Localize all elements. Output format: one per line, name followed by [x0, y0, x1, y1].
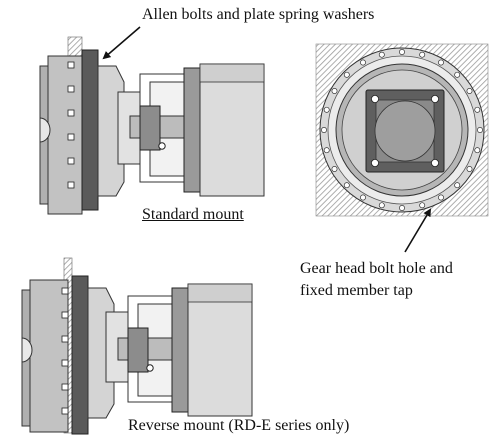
- motor: [187, 283, 253, 417]
- reverse-mount-drawing: [21, 257, 253, 435]
- allen-bolts: [67, 61, 75, 189]
- flange-plate: [71, 275, 89, 435]
- gear-head-label-line2: fixed member tap: [300, 282, 413, 299]
- coupling: [139, 105, 161, 151]
- allen-bolts-label: Allen bolts and plate spring washers: [142, 6, 375, 23]
- gear-head-label-line1: Gear head bolt hole and: [300, 260, 453, 277]
- gear-head-arrow: [404, 208, 432, 253]
- front-view-drawing: [315, 43, 489, 217]
- gear-head-bolt-holes: [321, 49, 483, 211]
- allen-bolts: [61, 287, 69, 415]
- standard-mount-label: Standard mount: [142, 206, 244, 223]
- reverse-mount-label: Reverse mount (RD-E series only): [128, 417, 350, 434]
- flange-plate: [81, 49, 99, 211]
- standard-mount-drawing: [39, 36, 265, 215]
- motor-bolt-holes: [370, 95, 439, 167]
- bolts-arrow: [102, 26, 141, 60]
- motor: [199, 63, 265, 197]
